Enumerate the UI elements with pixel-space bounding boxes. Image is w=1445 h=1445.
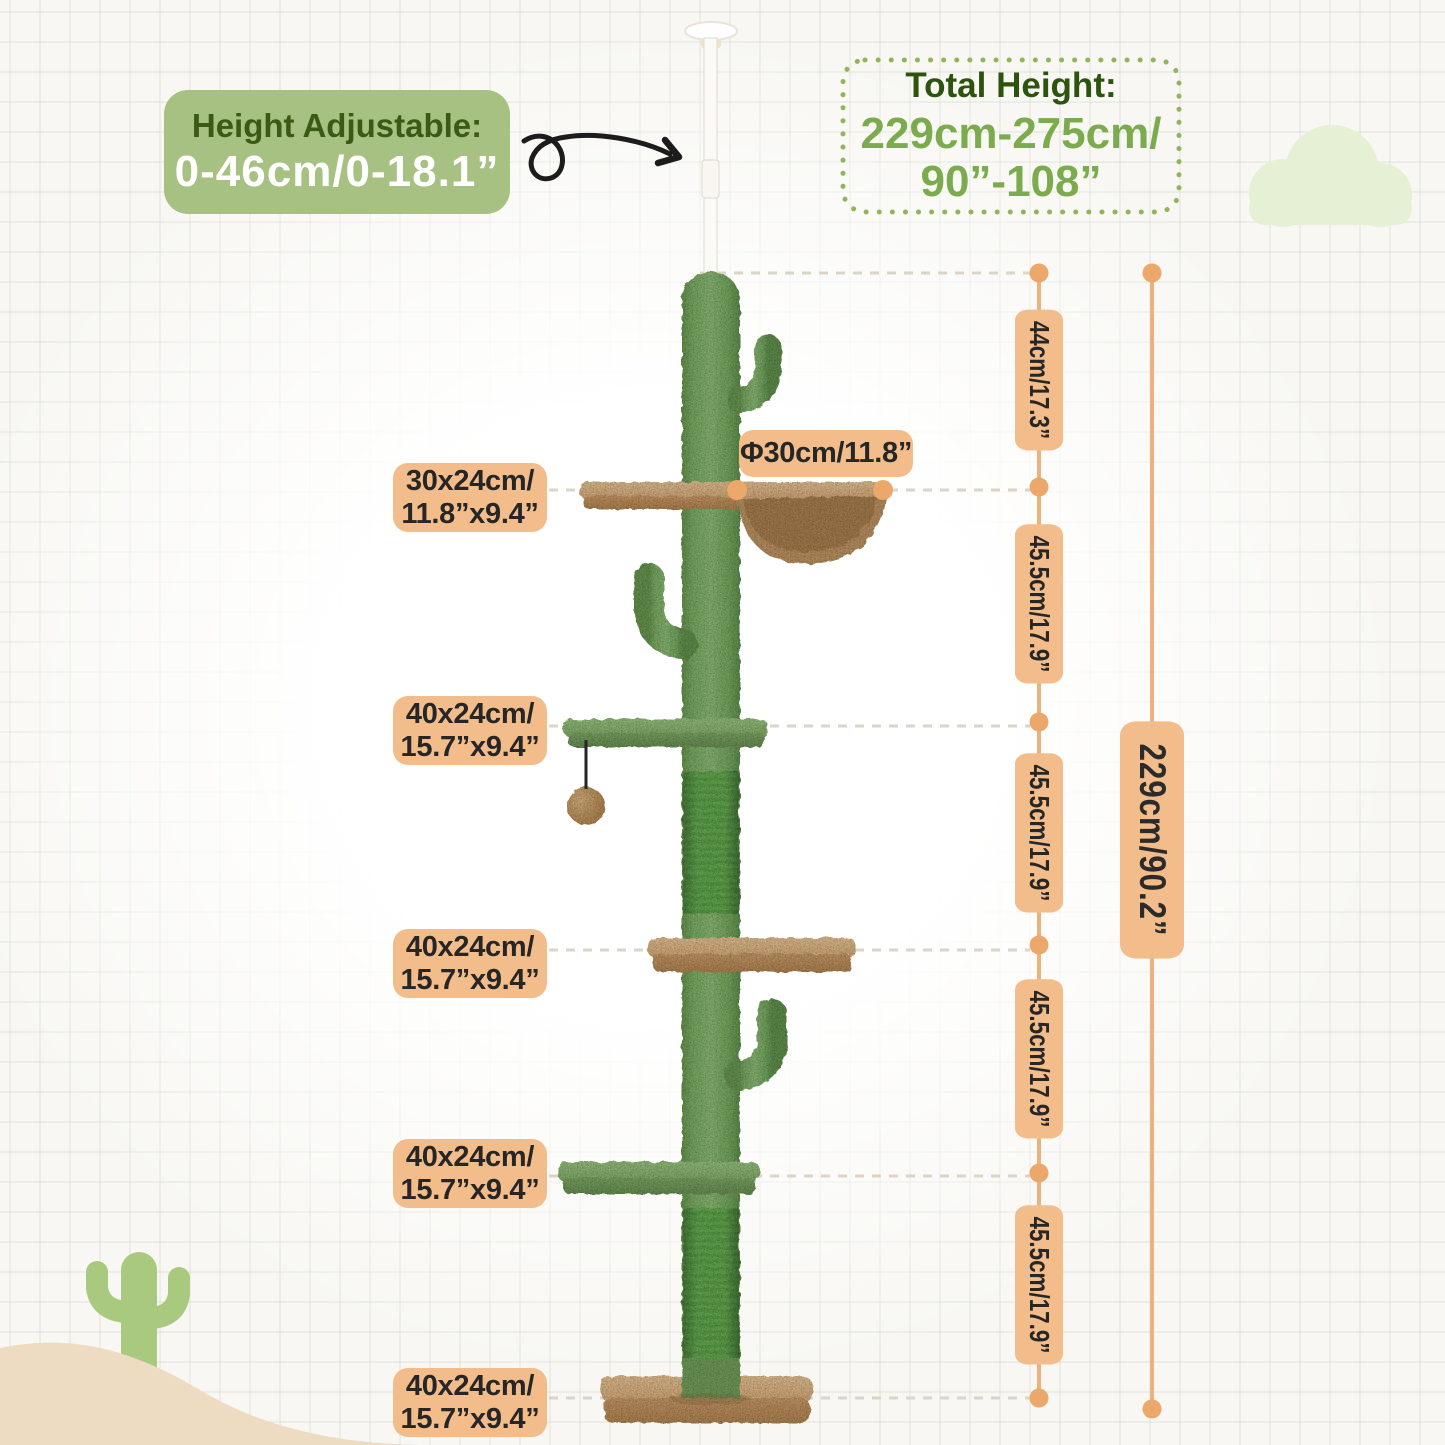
cactus-arm-lower	[724, 999, 787, 1091]
segment-label-2: 45.5cm/17.9”	[1015, 524, 1063, 684]
cat-tree	[558, 21, 887, 1423]
total-height-side-label: 229cm/90.2”	[1120, 721, 1184, 959]
total-height-metric: 229cm-275cm/	[860, 109, 1162, 158]
total-height-badge: Total Height: 229cm-275cm/ 90”-108”	[839, 56, 1183, 216]
platform-size-label-5: 40x24cm/ 15.7”x9.4”	[393, 1368, 547, 1437]
height-adjustable-title: Height Adjustable:	[191, 107, 483, 144]
platform-size-label-3-line1: 40x24cm/	[405, 930, 535, 963]
platform-4	[558, 1162, 760, 1194]
platform-size-label-4-line1: 40x24cm/	[405, 1140, 535, 1173]
sand-dune	[0, 1342, 420, 1445]
total-height-imperial: 90”-108”	[920, 157, 1102, 206]
cloud-icon	[1249, 125, 1412, 227]
platform-3	[648, 938, 856, 972]
platform-size-label-1-line2: 11.8”x9.4”	[401, 497, 539, 530]
cactus-arm-top	[726, 334, 782, 414]
segment-label-4: 45.5cm/17.9”	[1015, 979, 1063, 1139]
platform-size-label-2: 40x24cm/ 15.7”x9.4”	[393, 696, 547, 765]
platform-size-label-4-line2: 15.7”x9.4”	[400, 1173, 540, 1206]
platform-size-label-5-line1: 40x24cm/	[405, 1369, 535, 1402]
total-height-title: Total Height:	[905, 66, 1117, 105]
hammock-diameter-label: Φ30cm/11.8”	[739, 430, 913, 477]
arrow-swirl	[521, 132, 683, 182]
platform-size-label-3-line2: 15.7”x9.4”	[400, 963, 540, 996]
hammock-platform	[579, 482, 887, 564]
ball-toy	[567, 787, 605, 825]
platform-size-label-5-line2: 15.7”x9.4”	[400, 1402, 540, 1435]
platform-2	[563, 719, 768, 747]
diameter-markers	[727, 480, 893, 500]
height-adjustable-badge: Height Adjustable: 0-46cm/0-18.1”	[164, 90, 510, 214]
segment-label-3: 45.5cm/17.9”	[1015, 753, 1063, 913]
platform-size-label-1-line1: 30x24cm/	[405, 464, 535, 497]
platform-size-label-3: 40x24cm/ 15.7”x9.4”	[393, 929, 547, 998]
dotted-border	[840, 57, 1182, 215]
tension-pole	[701, 37, 720, 275]
cactus-arm-left	[634, 563, 698, 659]
platform-size-label-2-line1: 40x24cm/	[405, 697, 535, 730]
segment-label-5: 45.5cm/17.9”	[1015, 1205, 1063, 1365]
platform-size-label-1: 30x24cm/ 11.8”x9.4”	[393, 463, 547, 532]
height-adjustable-value: 0-46cm/0-18.1”	[174, 147, 500, 196]
sisal-sections	[683, 772, 739, 1364]
segment-label-1: 44cm/17.3”	[1015, 309, 1063, 451]
platform-size-label-4: 40x24cm/ 15.7”x9.4”	[393, 1139, 547, 1208]
platform-size-label-2-line2: 15.7”x9.4”	[400, 730, 540, 763]
